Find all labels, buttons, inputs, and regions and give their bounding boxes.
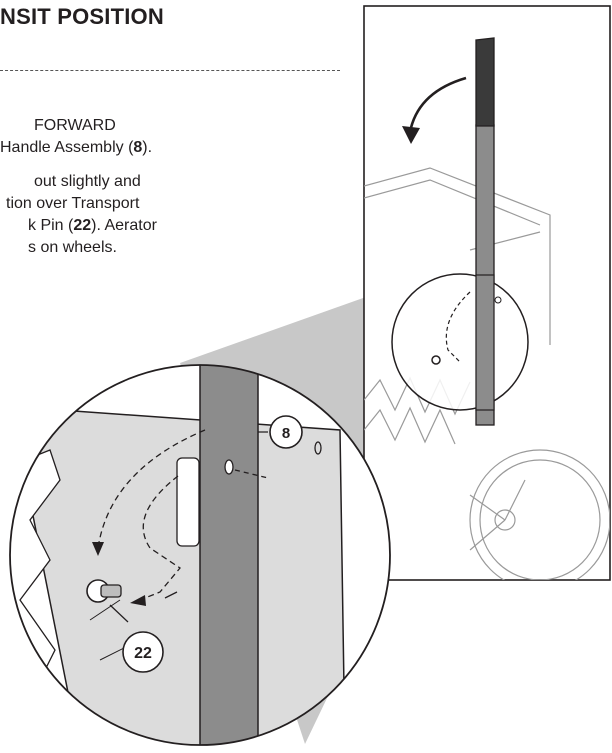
motion-path-outer <box>97 429 206 549</box>
motion-arrowhead-inner <box>130 595 146 606</box>
leader-22 <box>109 604 129 623</box>
wheel-spokes <box>469 479 526 551</box>
handle-hole-small <box>494 296 502 304</box>
step-2-line-4: s on wheels. <box>28 239 117 256</box>
detail-circle-border <box>9 364 391 746</box>
wheel-rim <box>479 459 601 580</box>
section-title: NSIT POSITION <box>0 4 164 29</box>
rotation-arrow <box>408 76 467 133</box>
section-divider <box>0 70 340 71</box>
step-1-line-2-end: ). <box>142 139 153 156</box>
tine-row-2 <box>364 406 456 445</box>
wheel <box>469 449 610 580</box>
instruction-step-2: out slightly and tion over Transport k P… <box>0 171 260 259</box>
instruction-step-1: FORWARD Handle Assembly (8). <box>0 115 260 159</box>
handle-bar-zoomed <box>475 274 495 411</box>
instruction-steps: FORWARD Handle Assembly (8). out slightl… <box>0 115 260 271</box>
motion-arrowhead-outer <box>92 542 104 556</box>
motion-path-inner <box>139 475 181 601</box>
magnifier-circle <box>391 273 529 411</box>
step-1-part-ref: 8 <box>133 139 143 156</box>
handle-hole <box>224 459 234 475</box>
motion-tick <box>164 591 178 599</box>
transport-pin-shaft <box>100 584 122 598</box>
frame-hole <box>314 441 322 455</box>
rotation-arrowhead <box>402 126 420 144</box>
transport-pin-small <box>431 355 441 365</box>
step-2-line-1: out slightly and <box>34 173 141 190</box>
callout-badge-8 <box>269 415 303 449</box>
slot-opening <box>176 457 200 547</box>
step-1-line-2-text: Handle Assembly ( <box>0 139 134 156</box>
frame-edge <box>364 179 541 226</box>
small-path-dashed <box>445 291 471 363</box>
step-1-line-1: FORWARD <box>34 117 116 134</box>
step-2-line-2: tion over Transport <box>6 195 140 212</box>
callout-label-22: 22 <box>134 645 152 662</box>
aerator-overview <box>363 5 611 581</box>
hole-guide-line <box>234 469 269 479</box>
step-2-line-3-end: ). Aerator <box>91 217 157 234</box>
handle-grip <box>475 37 495 127</box>
callout-badge-22 <box>122 631 164 673</box>
step-2-line-3-text: k Pin ( <box>28 217 74 234</box>
step-2-part-ref: 22 <box>73 217 92 234</box>
callout-label-8: 8 <box>282 425 290 442</box>
wheel-hub <box>494 509 516 531</box>
handle-bar-detail <box>199 365 259 745</box>
